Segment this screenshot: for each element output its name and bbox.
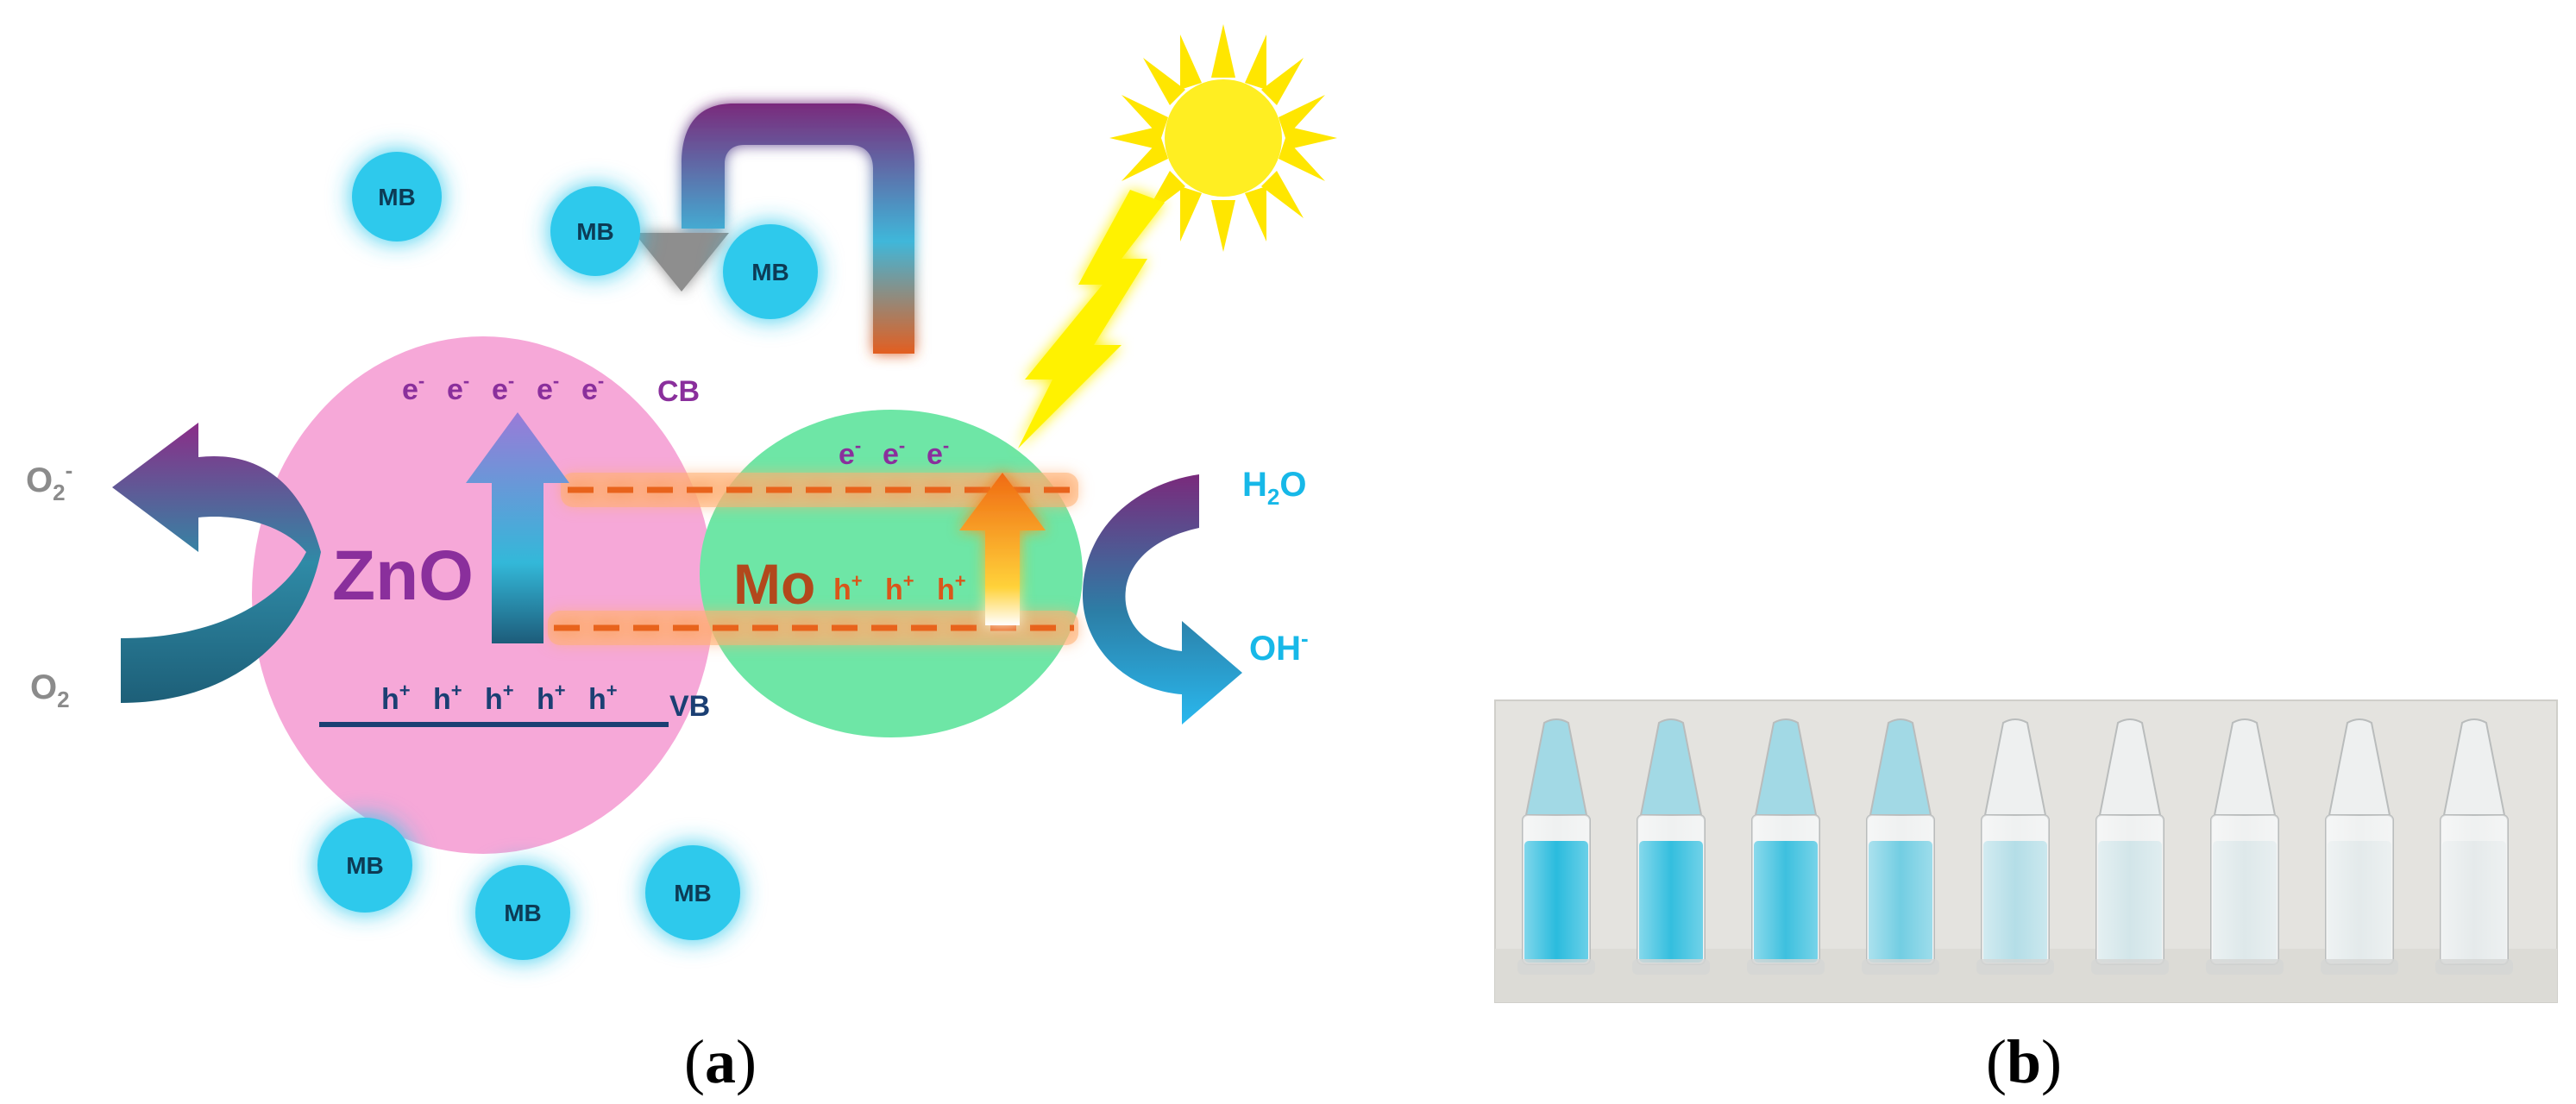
svg-text:e-: e- — [402, 370, 424, 406]
svg-text:H2O: H2O — [1242, 466, 1306, 510]
h2o-label: H2O — [1242, 466, 1306, 510]
caption-b: (b) — [1986, 1027, 2062, 1096]
svg-text:e-: e- — [883, 435, 905, 471]
sample-tube — [2435, 718, 2513, 975]
sample-tube — [1976, 718, 2054, 975]
mo-label: Mo — [733, 552, 815, 616]
sample-tube — [1517, 718, 1595, 975]
svg-text:h+: h+ — [433, 680, 462, 716]
svg-text:MB: MB — [576, 218, 614, 245]
svg-text:e-: e- — [492, 370, 514, 406]
o2-reduction-arrow — [112, 423, 321, 703]
o2-label: O2 — [30, 668, 70, 712]
vb-label: VB — [669, 690, 710, 723]
sample-tube — [2206, 718, 2284, 975]
sample-tube — [1862, 718, 1939, 975]
mo-electrons: e- e- e- — [839, 435, 949, 471]
svg-text:MB: MB — [378, 184, 416, 210]
svg-text:e-: e- — [581, 370, 604, 406]
panel-b-photo — [1494, 699, 2558, 1003]
sample-tubes — [1517, 718, 2513, 975]
svg-text:h+: h+ — [537, 680, 566, 716]
zno-particle — [252, 336, 714, 854]
mb-bubble: MB — [317, 818, 412, 913]
svg-text:e-: e- — [839, 435, 861, 471]
mo-excitation-arrow — [959, 473, 1046, 625]
h2o-oxidation-arrow — [1083, 474, 1242, 724]
sample-tube — [2321, 718, 2398, 975]
svg-text:h+: h+ — [588, 680, 618, 716]
mb-molecules: MB MB MB MB MB MB — [317, 152, 818, 960]
caption-a: (a) — [684, 1027, 757, 1096]
svg-text:MB: MB — [674, 880, 712, 906]
cb-label: CB — [657, 375, 700, 408]
sample-tube — [1632, 718, 1710, 975]
panel-a-mechanism-diagram: e- e- e- e- e- CB h+ h+ h+ h+ h+ VB e- e… — [26, 24, 1337, 960]
svg-text:O2-: O2- — [26, 457, 72, 505]
zno-electrons: e- e- e- e- e- — [402, 370, 604, 406]
svg-text:MB: MB — [751, 259, 789, 285]
svg-text:h+: h+ — [833, 570, 863, 606]
mb-bubble: MB — [550, 186, 640, 276]
mb-degradation-arrow — [634, 104, 914, 354]
oh-label: OH- — [1249, 625, 1309, 668]
sun-icon — [1109, 24, 1337, 252]
zno-excitation-arrow — [466, 412, 569, 643]
zno-holes: h+ h+ h+ h+ h+ — [381, 680, 618, 716]
svg-text:MB: MB — [504, 900, 542, 926]
sample-tube — [1747, 718, 1825, 975]
svg-text:O2: O2 — [30, 668, 70, 712]
svg-text:h+: h+ — [937, 570, 966, 606]
svg-text:h+: h+ — [885, 570, 914, 606]
svg-text:MB: MB — [346, 852, 384, 879]
svg-text:OH-: OH- — [1249, 625, 1309, 668]
svg-text:e-: e- — [447, 370, 469, 406]
mb-bubble: MB — [645, 845, 740, 940]
o2-radical-label: O2- — [26, 457, 72, 505]
svg-text:e-: e- — [537, 370, 559, 406]
svg-text:e-: e- — [927, 435, 949, 471]
light-bolt-icon — [1018, 190, 1165, 448]
svg-text:h+: h+ — [381, 680, 411, 716]
mo-band-lines — [548, 473, 1078, 645]
mo-holes: h+ h+ h+ — [833, 570, 966, 606]
sample-tube — [2091, 718, 2169, 975]
svg-text:h+: h+ — [485, 680, 514, 716]
zno-label: ZnO — [332, 536, 474, 615]
mb-bubble: MB — [723, 224, 818, 319]
mb-bubble: MB — [352, 152, 442, 242]
mb-bubble: MB — [475, 865, 570, 960]
